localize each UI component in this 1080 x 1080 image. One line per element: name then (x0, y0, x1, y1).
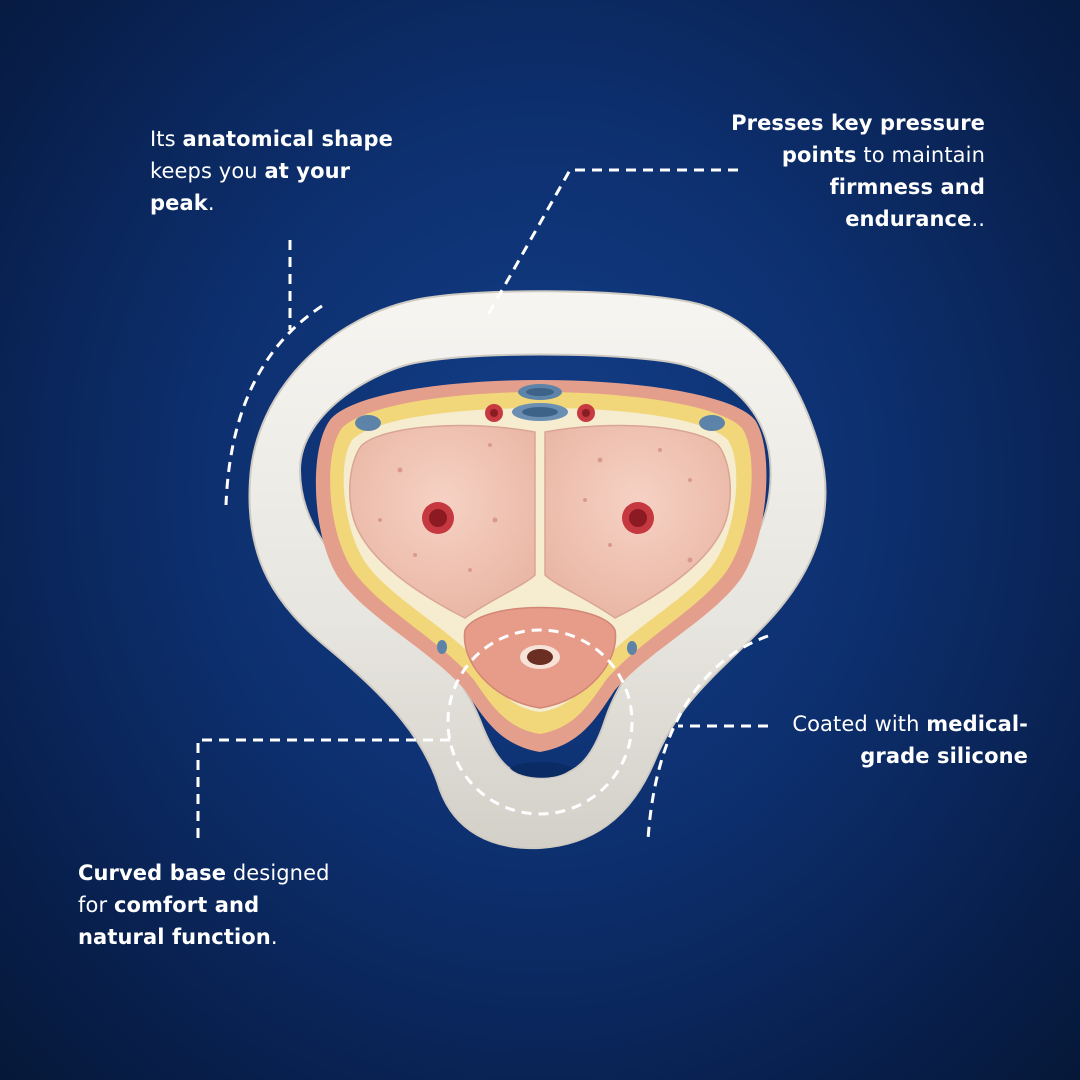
callout-medical-silicone: Coated with medical-grade silicone (778, 708, 1028, 772)
callout-text: keeps you (150, 159, 265, 183)
callout-pressure-points: Presses key pressure points to maintain … (695, 107, 985, 235)
callout-text: Coated with (792, 712, 927, 736)
callout-bold-text: at your peak (150, 159, 351, 215)
callout-bold-text: firmness and endurance (829, 175, 985, 231)
callout-text: designed for (78, 861, 330, 917)
callout-bold-text: medical-grade silicone (860, 712, 1028, 768)
callout-text: to maintain (856, 143, 985, 167)
pointer-curved-base (196, 738, 450, 838)
curve-silicone (646, 634, 769, 841)
callout-bold-text: Presses key pressure points (731, 111, 985, 167)
callout-bold-text: Curved base (78, 861, 227, 885)
annotation-lines (196, 168, 769, 841)
callout-anatomical-shape: Its anatomical shape keeps you at your p… (150, 123, 410, 219)
pointer-pressure-points (486, 168, 738, 316)
callout-text: .. (971, 207, 985, 231)
callout-text: . (207, 191, 215, 215)
callout-curved-base: Curved base designed for comfort and nat… (78, 857, 348, 953)
silicone-ring (248, 290, 827, 850)
anatomy-cross-section (315, 380, 767, 752)
callout-text: . (270, 925, 278, 949)
curve-anatomical-shape (224, 304, 323, 506)
callout-text: Its (150, 127, 183, 151)
curved-base-highlight-circle (446, 628, 634, 816)
callout-bold-text: anatomical shape (182, 127, 393, 151)
callout-bold-text: comfort and natural function (78, 893, 271, 949)
